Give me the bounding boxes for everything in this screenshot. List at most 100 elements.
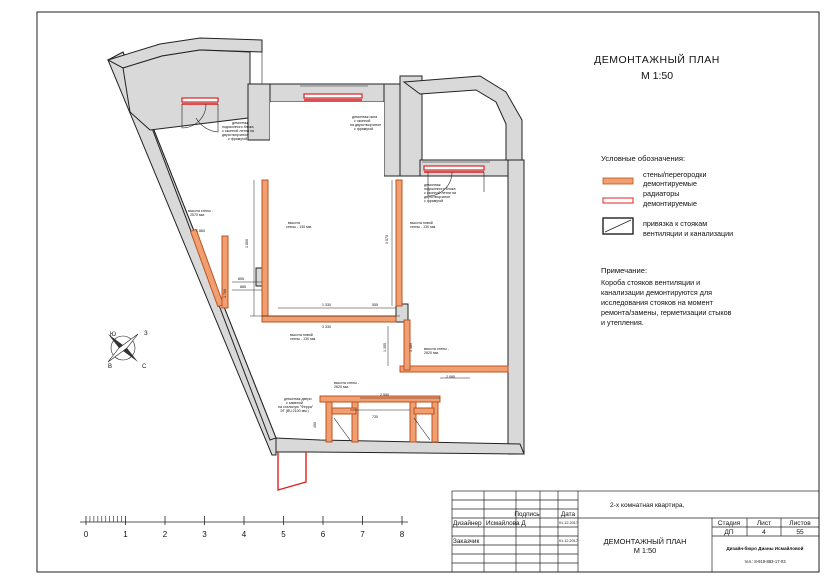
- legend-item-1-line-2: демонтируемые: [643, 179, 697, 188]
- note-line-5: и утепления.: [601, 318, 644, 327]
- note-heading: Примечание:: [601, 266, 647, 275]
- scale-label-1: 1: [123, 530, 128, 539]
- compass-w: З: [144, 331, 148, 337]
- legend-item-1-line-1: стены/перегородки: [643, 170, 706, 179]
- tb-designer-date: 01.12.2017: [559, 521, 578, 525]
- tb-project-name: 2-х комнатная квартира,: [610, 502, 685, 509]
- annot-wall-height-4: высота стены -2570 мм.: [188, 209, 214, 217]
- scale-label-4: 4: [242, 530, 247, 539]
- floor-plan: [106, 37, 525, 491]
- legend-item-3-line-2: вентиляции и канализации: [643, 229, 733, 238]
- tb-sheet-value: 4: [762, 529, 766, 536]
- scale-label-6: 6: [321, 530, 326, 539]
- dim-1380: 1 380: [409, 343, 413, 352]
- tb-sheets-value: 55: [796, 529, 804, 536]
- dim-1860: 1 860: [196, 229, 205, 233]
- dim-2085: 2 085: [446, 375, 455, 379]
- note-line-3: исследования стояков на момент: [601, 298, 714, 307]
- note-line-4: ремонта/замены, герметизации стыков: [601, 308, 732, 317]
- demo-wall-bath-right: [431, 401, 439, 443]
- tb-drawing-scale: М 1:50: [634, 546, 657, 555]
- radiator-left-bay: [181, 97, 219, 103]
- radiator-right-room: [423, 165, 485, 171]
- legend-item-2-line-1: радиаторы: [643, 189, 679, 198]
- note-line-2: канализации демонтируются для: [601, 288, 712, 297]
- tb-customer-date: 01.12.2017: [559, 539, 578, 543]
- vent-shaft-a: [395, 303, 409, 323]
- dimension-lines: [232, 180, 470, 411]
- dim-400: 400: [313, 422, 317, 428]
- compass-e: В: [108, 364, 112, 370]
- scale-label-7: 7: [360, 530, 365, 539]
- compass-n: С: [142, 364, 147, 370]
- demo-wall-right: [399, 365, 509, 373]
- tb-sheet-label: Лист: [757, 520, 771, 527]
- demo-wall-slanted: [189, 228, 225, 308]
- wall-top-d: [399, 75, 423, 177]
- door-swing-right: [427, 171, 453, 197]
- dim-855: 855: [238, 277, 244, 281]
- dim-1700: 1 700: [223, 289, 227, 298]
- demo-wall-bath-top: [319, 395, 441, 403]
- legend-swatch-demo-wall: [602, 177, 634, 185]
- wall-bottom: [275, 437, 525, 455]
- wall-top-c: [383, 83, 401, 177]
- demo-wall-bath-shelf-2: [413, 407, 435, 415]
- demo-wall-bath-mid-b: [409, 401, 417, 443]
- dim-1800: 1 800: [245, 239, 249, 248]
- entrance-door: [277, 452, 307, 491]
- tb-studio: Дизайн-бюро Дианы Исмайловой: [727, 545, 804, 551]
- compass-s: Ю: [110, 332, 116, 338]
- dim-885: 885: [240, 285, 246, 289]
- legend: Условные обозначения: стены/перегородки …: [601, 154, 733, 238]
- demo-wall-bath-mid-a: [351, 401, 359, 443]
- demo-wall-bath-shelf: [331, 407, 357, 415]
- demo-wall-center: [395, 179, 403, 307]
- tb-header-date: Дата: [561, 511, 576, 518]
- dim-2550: 2 550: [380, 393, 389, 397]
- demo-wall-left-room-bottom: [261, 315, 397, 323]
- dim-555: 555: [372, 303, 378, 307]
- door-swing-left: [181, 103, 207, 129]
- annot-wall-height-5: высота стены -2620 мм.: [424, 347, 450, 355]
- tb-role-customer: Заказчик: [453, 538, 479, 545]
- legend-heading: Условные обозначения:: [601, 154, 685, 163]
- scale-label-8: 8: [400, 530, 405, 539]
- tb-stage-label: Стадия: [718, 520, 741, 527]
- legend-item-3-line-1: привязка к стоякам: [643, 219, 707, 228]
- note: Примечание: Короба стояков вентиляции и …: [601, 266, 732, 327]
- wall-bay-lower: [122, 49, 251, 131]
- scale-label-0: 0: [84, 530, 89, 539]
- demo-wall-right-v: [403, 319, 411, 371]
- scale-label-3: 3: [202, 530, 207, 539]
- legend-item-2-line-2: демонтируемые: [643, 199, 697, 208]
- radiator-top-room: [303, 93, 363, 99]
- drawing-scale: М 1:50: [641, 70, 673, 82]
- annot-wall-height-6: высота стены -2620 мм.: [334, 381, 360, 389]
- tb-phone: тел.: 8-919-883-17-03: [744, 559, 786, 564]
- scale-label-5: 5: [281, 530, 286, 539]
- dim-3330: 3 330: [322, 325, 331, 329]
- legend-swatch-radiator: [602, 197, 634, 204]
- dim-1330: 1 330: [322, 303, 331, 307]
- demo-wall-left-room-left: [261, 179, 269, 321]
- note-line-1: Короба стояков вентиляции и: [601, 278, 700, 287]
- tb-designer-name: Исмайлова Д: [486, 519, 526, 527]
- tb-stage-value: ДП: [724, 529, 733, 536]
- dim-3570: 3 570: [385, 235, 389, 244]
- drawing-main-title: ДЕМОНТАЖНЫЙ ПЛАН: [594, 53, 720, 66]
- tb-role-designer: Дизайнер: [453, 519, 482, 527]
- legend-swatch-vent-shaft: [602, 217, 634, 235]
- dim-730: 730: [372, 415, 378, 419]
- demo-wall-bath-left: [325, 401, 333, 443]
- sheet-frame: [36, 11, 820, 573]
- compass: Ю З В С: [107, 331, 148, 370]
- demo-wall-slanted-2: [221, 235, 229, 309]
- tb-sheets-label: Листов: [789, 520, 811, 527]
